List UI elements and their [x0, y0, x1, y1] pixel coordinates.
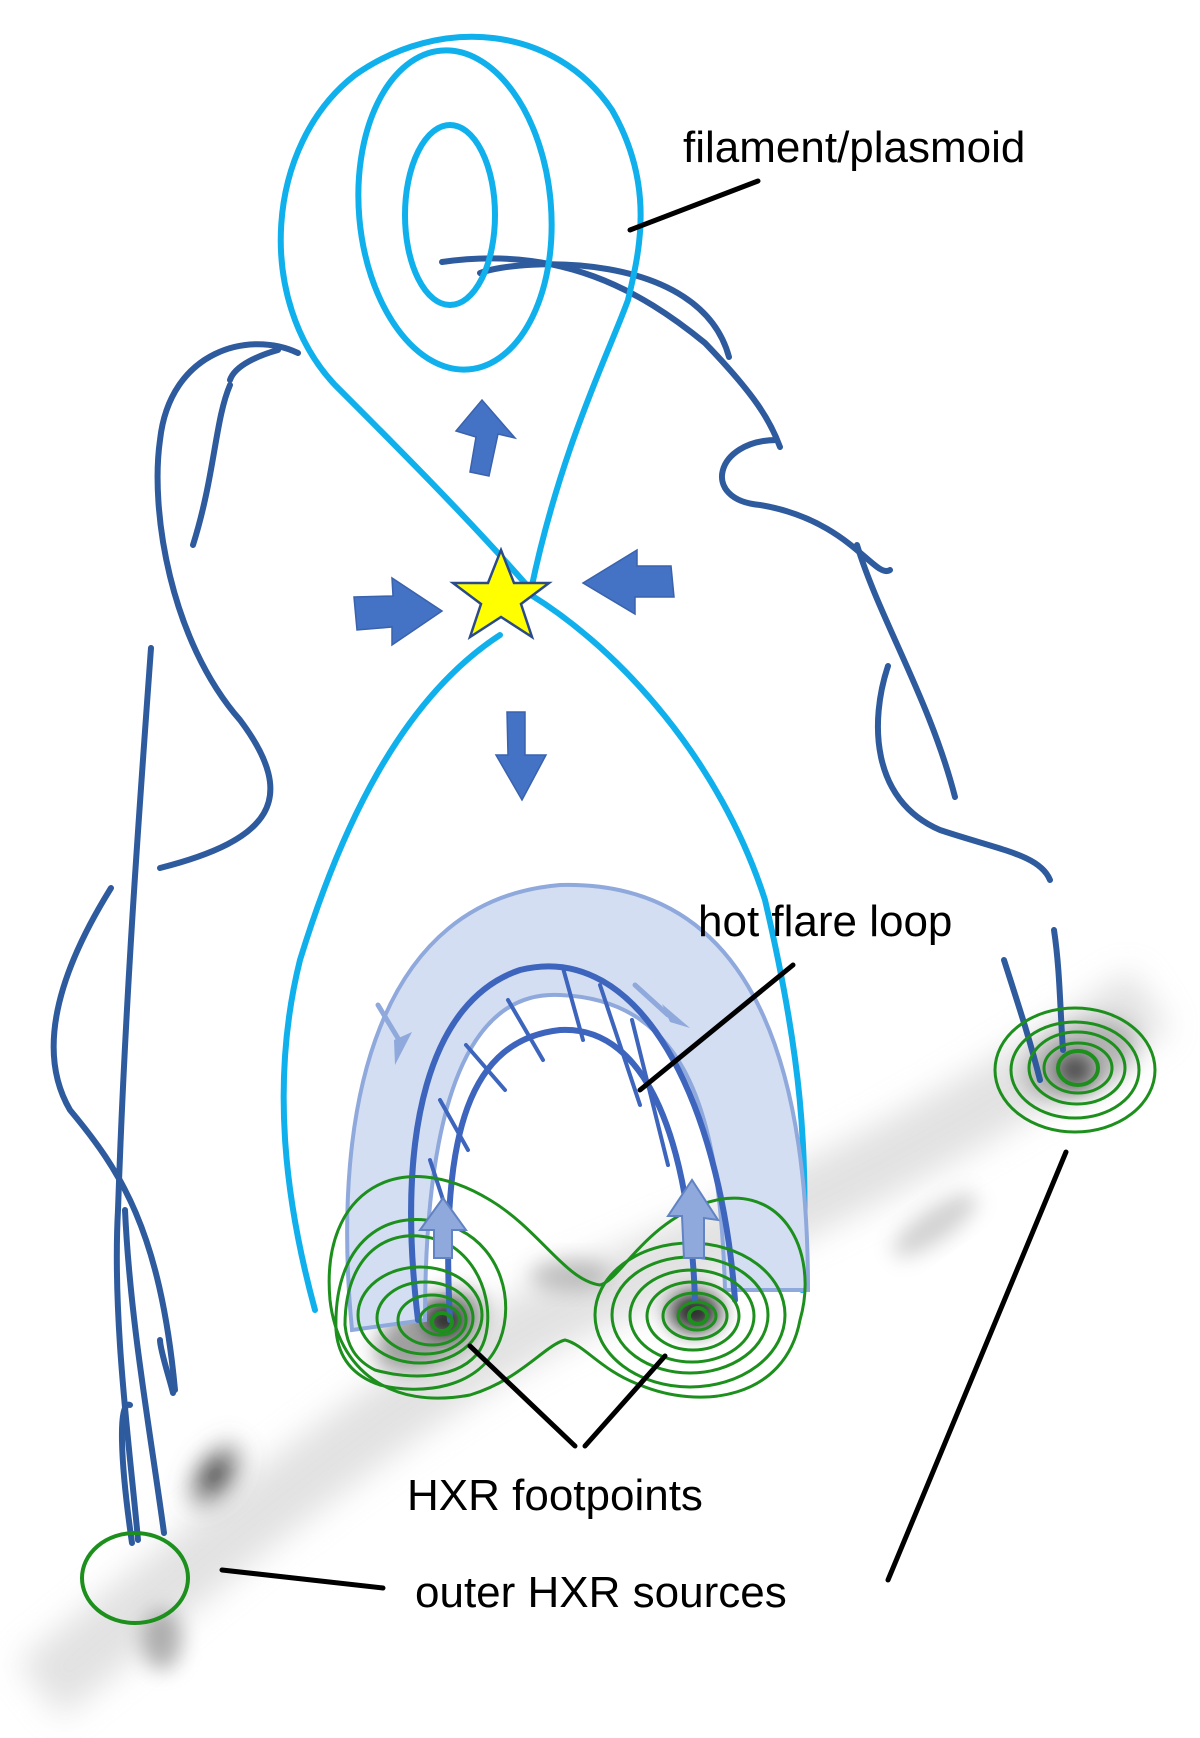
outer-hxr-sources-label: outer HXR sources — [415, 1568, 787, 1617]
hot-flare-loop — [345, 882, 811, 1333]
inflow-outflow-arrows — [353, 398, 675, 802]
hxr-contours — [80, 1006, 1157, 1625]
arrow-up-icon — [666, 1178, 721, 1259]
upflow-arrows — [418, 1178, 721, 1259]
star-icon — [449, 546, 553, 640]
arrow-icon — [581, 548, 675, 616]
leader-lines — [219, 178, 1069, 1591]
filament-label: filament/plasmoid — [683, 123, 1025, 172]
arrow-icon — [494, 711, 548, 802]
separatrix-lines — [277, 33, 808, 1313]
outer-hxr-source-ring — [80, 1531, 190, 1625]
arrow-up-icon — [418, 1196, 468, 1259]
arrow-icon — [454, 398, 518, 477]
hxr-footpoints-label: HXR footpoints — [407, 1471, 703, 1520]
flare-loop-arcades — [408, 963, 738, 1323]
field-lines — [50, 255, 1066, 1546]
hot-flare-loop-label: hot flare loop — [698, 897, 952, 946]
arrow-icon — [353, 576, 444, 647]
